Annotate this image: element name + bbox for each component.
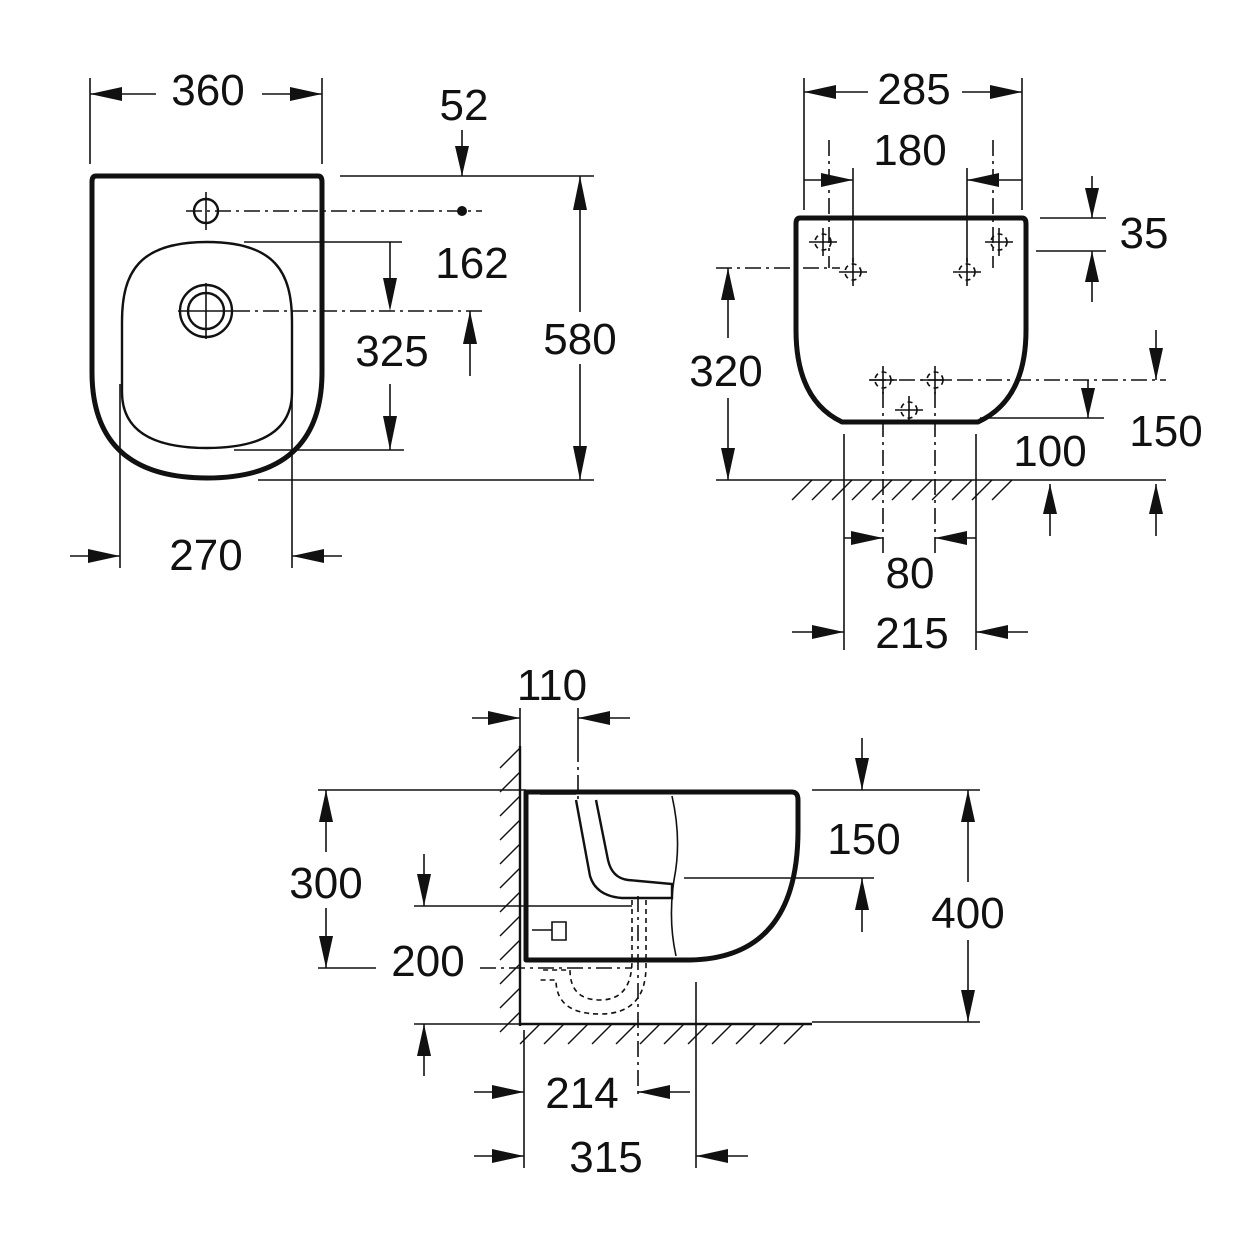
floor-hatch <box>791 479 1013 501</box>
dim-150-side: 150 <box>827 815 900 864</box>
top-view: 360 52 580 162 325 270 <box>70 66 617 580</box>
dim-315: 315 <box>569 1133 642 1182</box>
side-view: 110 300 200 150 400 <box>289 661 1004 1182</box>
dim-200: 200 <box>391 937 464 986</box>
dim-80: 80 <box>886 549 935 598</box>
dim-285: 285 <box>877 65 950 114</box>
side-view-bowl-section <box>574 799 674 900</box>
dim-400: 400 <box>931 889 1004 938</box>
dim-320: 320 <box>689 347 762 396</box>
dim-580: 580 <box>543 315 616 364</box>
dim-215: 215 <box>875 609 948 658</box>
side-view-outline <box>523 789 801 963</box>
back-view-outline <box>793 215 1029 425</box>
dim-325: 325 <box>355 327 428 376</box>
dim-162: 162 <box>435 239 508 288</box>
dim-360: 360 <box>171 66 244 115</box>
floor-hatch-side <box>519 1023 805 1045</box>
dim-270: 270 <box>169 531 242 580</box>
dim-100: 100 <box>1013 427 1086 476</box>
dim-52: 52 <box>440 81 489 130</box>
top-view-outline <box>89 173 325 481</box>
dim-300: 300 <box>289 859 362 908</box>
top-view-bowl <box>120 240 294 450</box>
dim-110: 110 <box>517 661 587 710</box>
dim-150-back: 150 <box>1129 407 1202 456</box>
back-view: 285 180 35 320 <box>689 65 1202 658</box>
dim-214: 214 <box>545 1069 618 1118</box>
wall-hatch <box>499 747 521 1033</box>
dim-35: 35 <box>1120 209 1169 258</box>
waste-trap <box>540 900 633 1001</box>
dim-180: 180 <box>873 126 946 175</box>
